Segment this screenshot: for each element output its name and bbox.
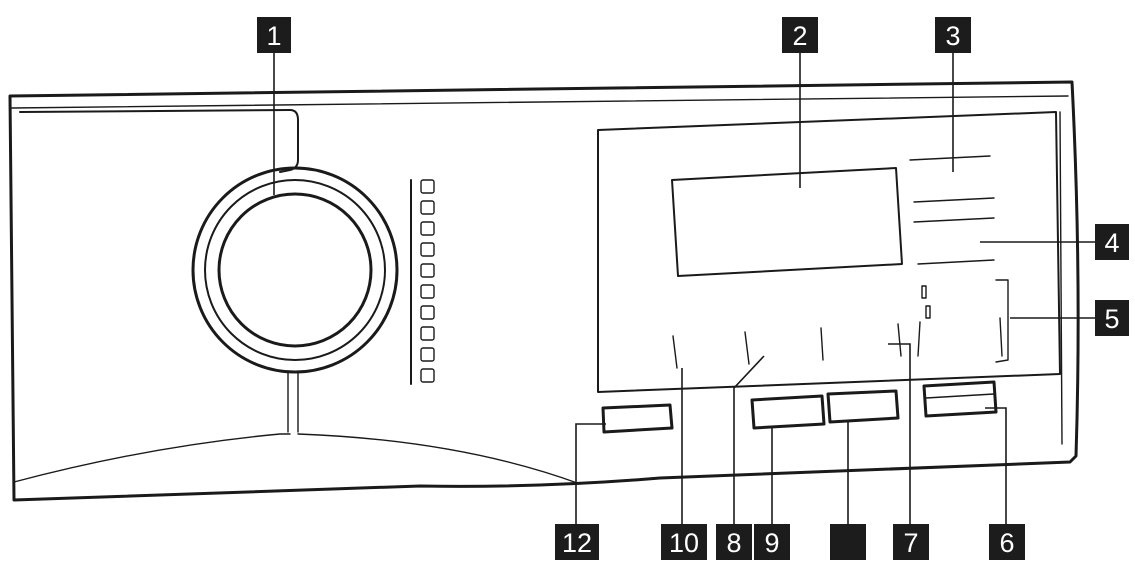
svg-text:8: 8 — [726, 528, 741, 558]
svg-text:5: 5 — [1104, 304, 1119, 334]
program-indicator-light-9 — [420, 347, 435, 362]
program-indicator-light-3 — [420, 221, 435, 236]
svg-text:10: 10 — [669, 528, 699, 558]
callout-10: 10 — [661, 524, 707, 560]
display-label-line-1 — [909, 155, 991, 161]
callout-12: 12 — [555, 524, 599, 560]
callout-7: 7 — [893, 524, 929, 560]
callout-5: 5 — [1095, 300, 1129, 336]
button-9[interactable] — [750, 394, 826, 430]
leader-lines — [273, 52, 1095, 524]
bracket-callout-5 — [995, 279, 1009, 363]
leader-8 — [733, 355, 765, 524]
indicator-led-bottom — [925, 305, 931, 319]
program-indicator-light-1 — [420, 179, 435, 194]
display-screen — [671, 167, 903, 277]
button-12[interactable] — [601, 403, 674, 434]
display-separator-4 — [897, 323, 902, 357]
callout-2: 2 — [782, 17, 818, 53]
svg-text:1: 1 — [266, 21, 281, 51]
leader-6 — [985, 407, 1007, 524]
display-separator-1 — [672, 335, 678, 369]
svg-text:4: 4 — [1104, 228, 1119, 258]
program-indicator-light-6 — [420, 284, 435, 299]
button-6[interactable] — [922, 380, 998, 418]
svg-text:7: 7 — [903, 528, 918, 558]
program-indicator-light-5 — [420, 263, 435, 278]
panel-lower-curve-right — [297, 433, 581, 485]
callout-11 — [830, 524, 866, 560]
indicator-led-top — [921, 285, 927, 299]
svg-text:6: 6 — [999, 528, 1014, 558]
program-indicator-light-10 — [420, 368, 435, 383]
panel-right-edge — [1059, 111, 1063, 445]
display-frame — [597, 111, 1061, 393]
display-label-line-3 — [913, 217, 995, 223]
callout-1: 1 — [257, 17, 291, 53]
button-6-inner-line — [925, 393, 995, 399]
display-label-line-2 — [913, 197, 995, 203]
program-indicator-column — [410, 179, 435, 385]
callout-8: 8 — [716, 524, 752, 560]
callout-6: 6 — [989, 524, 1025, 560]
program-indicator-light-4 — [420, 242, 435, 257]
leader-7 — [888, 343, 911, 524]
program-indicator-light-2 — [420, 200, 435, 215]
display-separator-2 — [744, 331, 750, 365]
buttons — [601, 380, 998, 434]
panel-outline — [8, 80, 1080, 502]
svg-text:3: 3 — [945, 21, 960, 51]
display-panel — [597, 111, 1061, 393]
callout-3: 3 — [935, 17, 971, 53]
button-unlabeled[interactable] — [826, 389, 900, 424]
callout-9: 9 — [754, 524, 790, 560]
control-panel — [8, 80, 1080, 502]
panel-top-bevel — [11, 95, 1069, 109]
program-selector-dial[interactable] — [191, 166, 399, 374]
svg-text:9: 9 — [764, 528, 779, 558]
display-separator-6 — [999, 317, 1003, 357]
detergent-drawer-handle — [19, 109, 299, 173]
dial-stem — [287, 371, 299, 433]
indicator-squares — [420, 179, 435, 383]
callout-4: 4 — [1095, 224, 1129, 260]
svg-text:12: 12 — [562, 528, 592, 558]
display-separator-3 — [820, 327, 824, 361]
display-label-line-4 — [917, 259, 995, 265]
program-indicator-light-8 — [420, 326, 435, 341]
svg-text:2: 2 — [792, 21, 807, 51]
display-separator-5 — [917, 321, 921, 357]
panel-lower-curve-left — [13, 433, 291, 483]
leader-12 — [575, 423, 606, 524]
program-indicator-light-7 — [420, 305, 435, 320]
